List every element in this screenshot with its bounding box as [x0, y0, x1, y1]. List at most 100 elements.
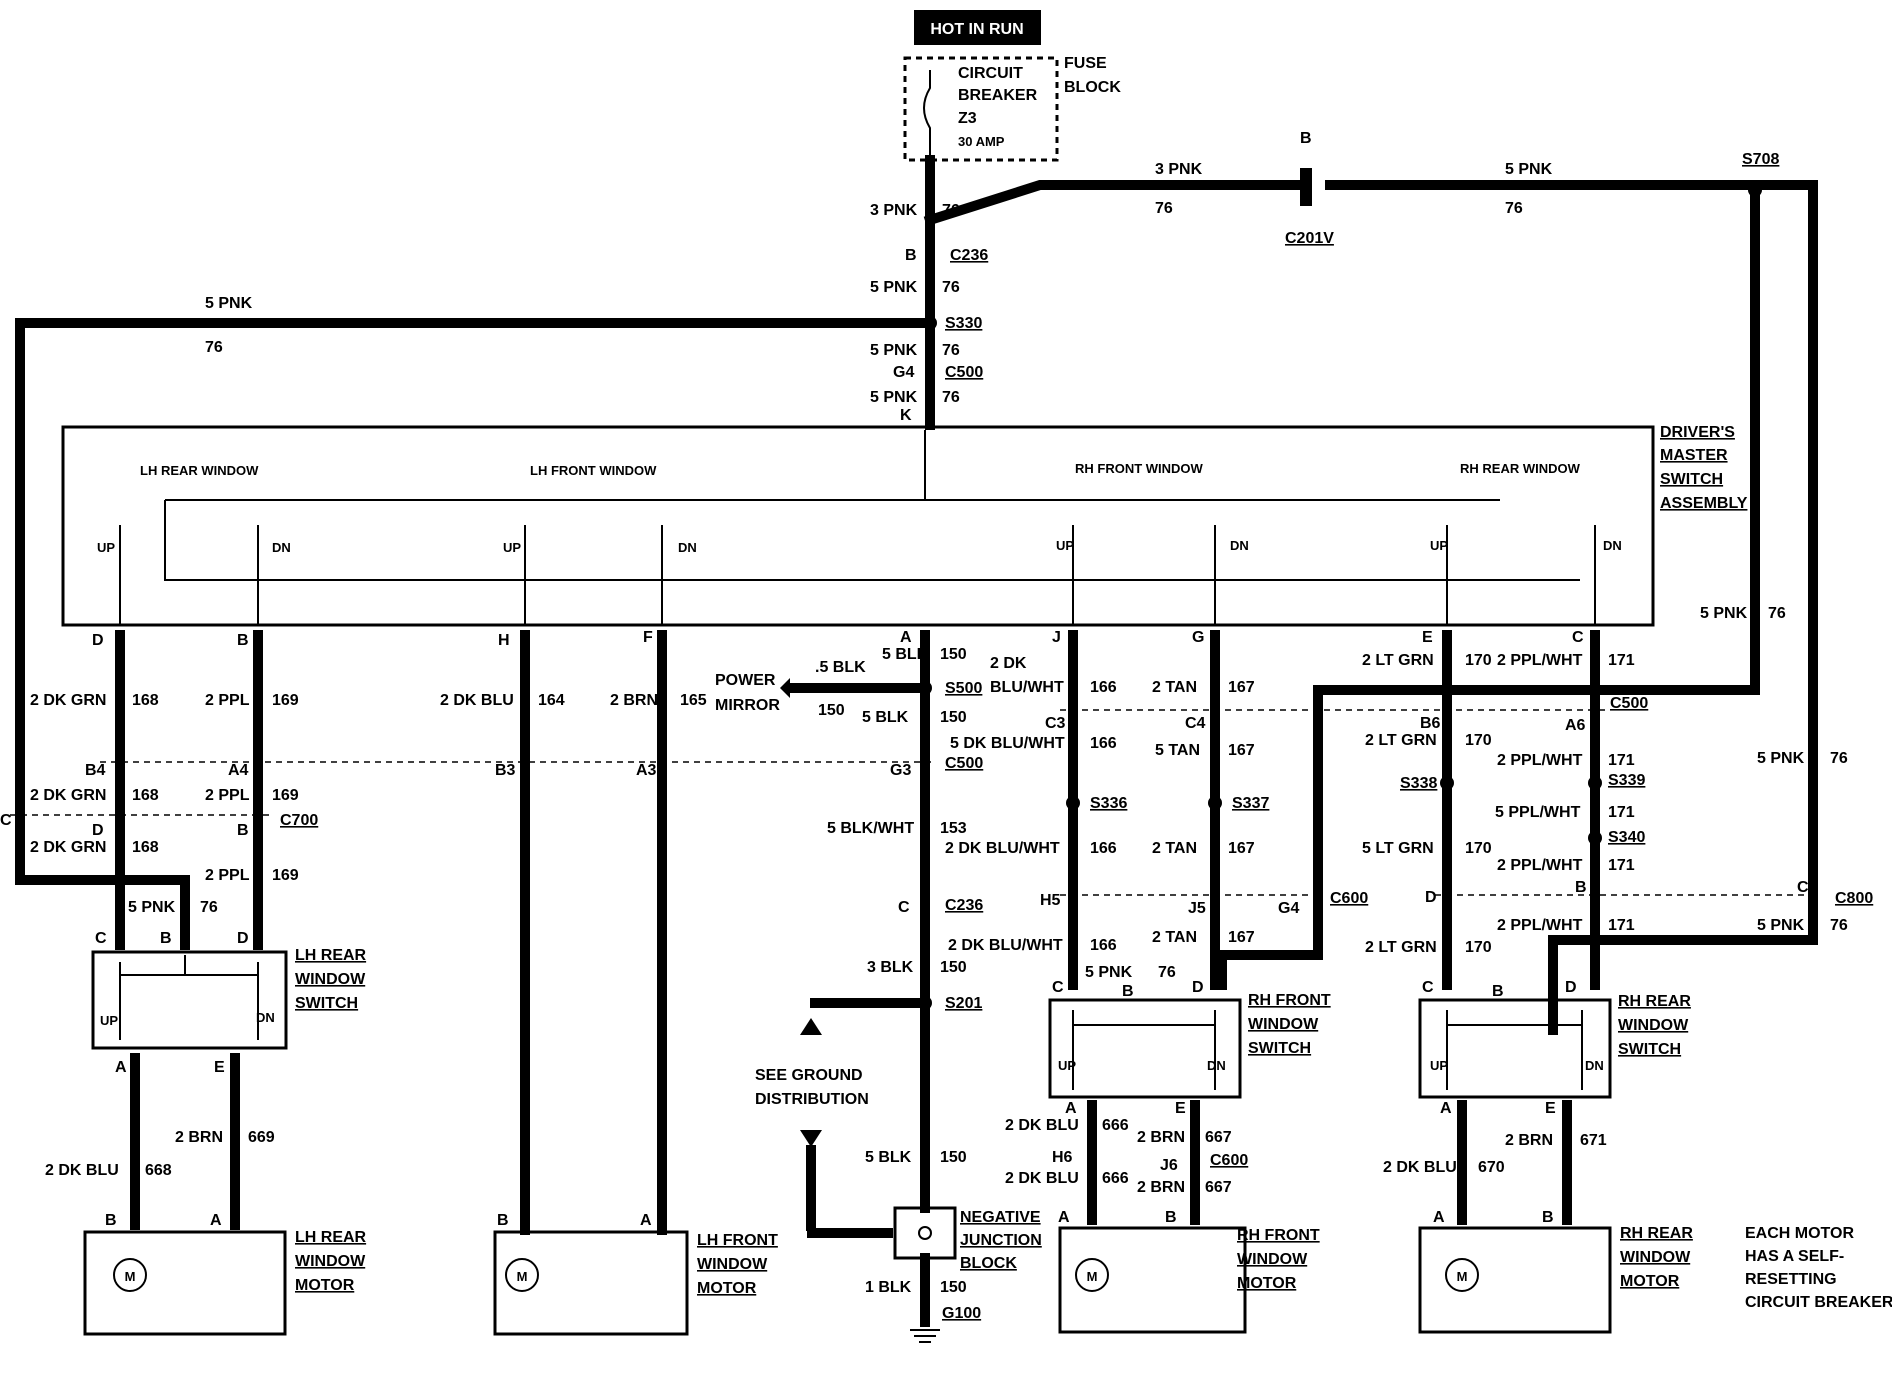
lbl-ppl-3: 2 PPL	[205, 867, 250, 884]
label-76-left: 76	[205, 339, 223, 356]
label-76-2: 76	[942, 279, 960, 296]
label-76-3: 76	[942, 342, 960, 359]
lhr-dkblu: 2 DK BLU	[45, 1162, 119, 1179]
label-5pnk-1: 5 PNK	[870, 279, 918, 296]
rhf-h6: H6	[1052, 1149, 1073, 1166]
lbl-153: 153	[940, 820, 967, 837]
lbl-ltgrn5: 5 LT GRN	[1362, 840, 1434, 857]
rhr-pin-a: A	[1440, 1100, 1452, 1117]
label-3pnk-top: 3 PNK	[1155, 161, 1203, 178]
mirror-arrow-icon	[780, 678, 790, 698]
circuit-breaker-symbol	[923, 70, 931, 160]
ground-up-arrow-icon	[800, 1018, 822, 1035]
lhr-pin-a: A	[115, 1059, 127, 1076]
rhf-pin-c: C	[1052, 979, 1064, 996]
lhr-pin-d: D	[237, 930, 249, 947]
lbl-ltgrn-2: 2 LT GRN	[1365, 732, 1437, 749]
lbl-a3: A3	[636, 762, 657, 779]
lbl-s340: S340	[1608, 829, 1645, 846]
lbl-pin-c-left: C	[0, 812, 12, 829]
rhf-pin-b: B	[1122, 983, 1134, 1000]
lbl-mirror-1: POWER	[715, 672, 776, 689]
rhf-dkblu-1: 2 DK BLU	[1005, 1117, 1079, 1134]
master-lhr-label: LH REAR WINDOW	[140, 463, 259, 478]
lbl-pplwht-2: 2 PPL/WHT	[1497, 752, 1583, 769]
lbl-169-1: 169	[272, 692, 299, 709]
lbl-pplwht-1: 2 PPL/WHT	[1497, 652, 1583, 669]
feed-to-rh-rear	[1325, 180, 1818, 1035]
lbl-pplwht-3: 2 PPL/WHT	[1497, 857, 1583, 874]
rhf-667-1: 667	[1205, 1129, 1232, 1146]
lbl-s339: S339	[1608, 772, 1645, 789]
label-c236: C236	[950, 247, 988, 264]
lhf-motor-pin-a: A	[640, 1212, 652, 1229]
note-line-3: RESETTING	[1745, 1271, 1837, 1288]
lbl-150-5: 150	[940, 1279, 967, 1296]
rhr-motor-pin-b: B	[1542, 1209, 1554, 1226]
lbl-171-2: 171	[1608, 752, 1635, 769]
lbl-169-2: 169	[272, 787, 299, 804]
lbl-ground-1: SEE GROUND	[755, 1067, 863, 1084]
rhr-671: 671	[1580, 1132, 1607, 1149]
s330-splice	[923, 316, 937, 330]
lbl-tan-1: 2 TAN	[1152, 679, 1197, 696]
rhf-j6: J6	[1160, 1157, 1178, 1174]
lhr-pin-b: B	[160, 930, 172, 947]
lbl-b4: B4	[85, 762, 106, 779]
rhf-motor-m: M	[1087, 1269, 1098, 1284]
circuit-breaker-amp: 30 AMP	[958, 134, 1005, 149]
lbl-5pnk-lhr: 5 PNK	[128, 899, 176, 916]
rhf-sw-dn: DN	[1207, 1058, 1226, 1073]
master-label-4: ASSEMBLY	[1660, 495, 1748, 512]
lbl-76-r2: 76	[1830, 750, 1848, 767]
s500-splice	[918, 681, 932, 695]
lbl-166-4: 166	[1090, 937, 1117, 954]
up-rhf: UP	[1056, 538, 1074, 553]
lhr-motor-icon	[113, 1258, 147, 1292]
lbl-bluwht-rhf: BLU/WHT	[990, 679, 1064, 696]
lhr-668: 668	[145, 1162, 172, 1179]
rhr-pin-e: E	[1545, 1100, 1556, 1117]
s337-splice	[1208, 796, 1222, 810]
rh-front-switch-box	[1048, 998, 1242, 1099]
lbl-brn-1: 2 BRN	[610, 692, 658, 709]
rhr-sw-dn: DN	[1585, 1058, 1604, 1073]
label-5pnk-3: 5 PNK	[870, 389, 918, 406]
rhr-motor-pin-a: A	[1433, 1209, 1445, 1226]
lh-rear-motor: M LH REAR WINDOW MOTOR B A	[83, 1212, 367, 1336]
note-line-2: HAS A SELF-	[1745, 1248, 1844, 1265]
label-s330: S330	[945, 315, 982, 332]
lbl-166-2: 166	[1090, 735, 1117, 752]
rhr-670: 670	[1478, 1159, 1505, 1176]
rhf-c600: C600	[1210, 1152, 1248, 1169]
lbl-168-2: 168	[132, 787, 159, 804]
pin-g-1: G	[1192, 629, 1204, 646]
rhf-motor-label-3: MOTOR	[1237, 1275, 1297, 1292]
lhr-motor-label-1: LH REAR	[295, 1229, 367, 1246]
lbl-171-3: 171	[1608, 804, 1635, 821]
s336-splice	[1066, 796, 1080, 810]
lbl-168-1: 168	[132, 692, 159, 709]
lhr-sw-up: UP	[100, 1013, 118, 1028]
lbl-167-3: 167	[1228, 840, 1255, 857]
lhf-motor-box	[493, 1230, 689, 1336]
master-rhf-label: RH FRONT WINDOW	[1075, 461, 1204, 476]
pin-e-1: E	[1422, 629, 1433, 646]
rh-rear-switch-contacts	[1446, 1010, 1583, 1090]
master-bus	[164, 430, 1580, 581]
rhr-brn: 2 BRN	[1505, 1132, 1553, 1149]
lbl-pin-d-c800: D	[1425, 889, 1437, 906]
rhr-motor-label-3: MOTOR	[1620, 1273, 1680, 1290]
ground-down-arrow-icon	[800, 1130, 822, 1147]
fuse-block-outline	[903, 56, 1059, 162]
label-5pnk-2: 5 PNK	[870, 342, 918, 359]
lbl-dkbluwht5: 5 DK BLU/WHT	[950, 735, 1065, 752]
label-76-top: 76	[1155, 200, 1173, 217]
rhf-motor-label-1: RH FRONT	[1237, 1227, 1320, 1244]
lbl-150-mirror: 150	[818, 702, 845, 719]
lhr-motor-box	[83, 1230, 287, 1336]
rhf-switch-label-2: WINDOW	[1248, 1016, 1319, 1033]
rhf-sw-up: UP	[1058, 1058, 1076, 1073]
rhf-pin-a: A	[1065, 1100, 1077, 1117]
